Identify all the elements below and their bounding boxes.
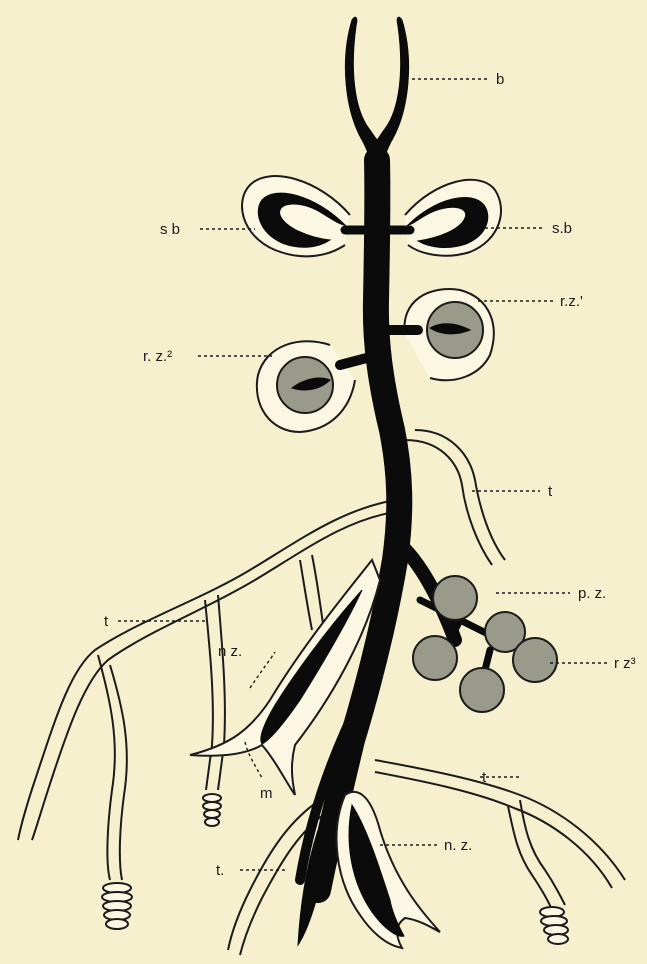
reproductive-cluster: [413, 576, 557, 712]
terminal-bud: [345, 17, 408, 175]
label-nz-upper: n z.: [218, 643, 242, 660]
label-t-left: t: [104, 613, 109, 630]
label-rz2: r. z.²: [143, 348, 172, 365]
sterile-bud-left: [242, 176, 378, 256]
main-axis: [300, 160, 455, 890]
label-rz3: r z³: [614, 655, 636, 672]
label-b: b: [496, 71, 504, 88]
reproductive-zooid-left: [257, 341, 378, 432]
label-nz-lower: n. z.: [444, 837, 472, 854]
annulation-mid: [203, 794, 221, 826]
label-t-lower-left: t.: [216, 862, 224, 879]
label-m: m: [260, 785, 273, 802]
label-leaders: [118, 79, 610, 870]
annulation-right: [540, 907, 568, 944]
label-sb-right: s.b: [552, 220, 572, 237]
label-rz1: r.z.': [560, 293, 583, 310]
sterile-bud-right: [376, 180, 501, 256]
label-sb-left: s b: [160, 221, 180, 238]
annulation-left: [102, 883, 132, 929]
reproductive-zooid-right: [378, 289, 494, 380]
label-t-upper-right: t: [548, 483, 553, 500]
label-pz: p. z.: [578, 585, 606, 602]
